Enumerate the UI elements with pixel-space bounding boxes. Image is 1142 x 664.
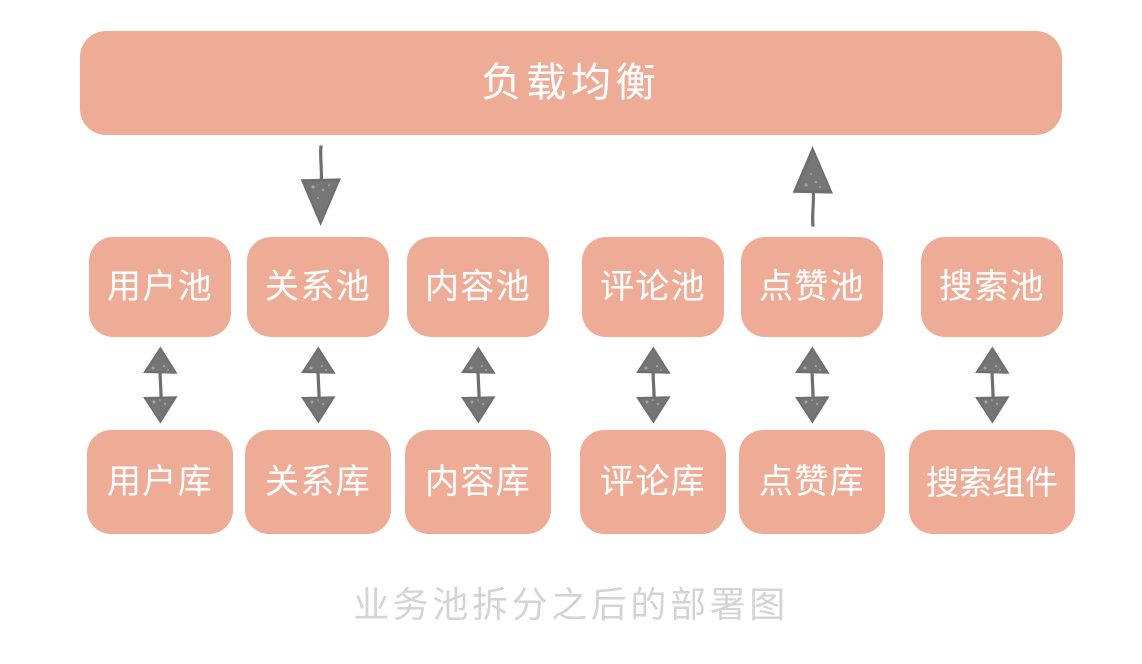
arrow-updown-pool-store-3	[454, 345, 502, 425]
store-box-4[interactable]: 评论库	[580, 430, 726, 534]
pool-label: 内容池	[424, 267, 532, 307]
diagram-caption: 业务池拆分之后的部署图	[353, 585, 789, 626]
pool-box-5[interactable]: 点赞池	[741, 237, 883, 337]
store-label: 点赞库	[758, 462, 866, 502]
store-label: 内容库	[424, 462, 532, 502]
store-label: 搜索组件	[926, 462, 1058, 502]
store-box-5[interactable]: 点赞库	[739, 430, 885, 534]
pool-label: 用户池	[106, 267, 214, 307]
pool-box-4[interactable]: 评论池	[582, 237, 724, 337]
arrow-updown-pool-store-4	[629, 345, 677, 425]
pool-label: 关系池	[264, 267, 372, 307]
load-balancer-box[interactable]: 负载均衡	[80, 31, 1062, 135]
pool-label: 搜索池	[938, 267, 1046, 307]
load-balancer-label: 负载均衡	[481, 60, 661, 106]
pool-box-2[interactable]: 关系池	[247, 237, 389, 337]
store-box-2[interactable]: 关系库	[245, 430, 391, 534]
arrow-up-pool-to-lb	[788, 143, 836, 229]
arrow-down-lb-to-pool	[296, 143, 344, 229]
store-box-6[interactable]: 搜索组件	[909, 430, 1075, 534]
arrow-updown-pool-store-5	[788, 345, 836, 425]
store-box-1[interactable]: 用户库	[87, 430, 233, 534]
store-label: 用户库	[106, 462, 214, 502]
pool-box-6[interactable]: 搜索池	[921, 237, 1063, 337]
arrow-updown-pool-store-2	[294, 345, 342, 425]
store-label: 关系库	[264, 462, 372, 502]
arrow-updown-pool-store-6	[968, 345, 1016, 425]
pool-box-1[interactable]: 用户池	[89, 237, 231, 337]
store-label: 评论库	[599, 462, 707, 502]
store-box-3[interactable]: 内容库	[405, 430, 551, 534]
pool-box-3[interactable]: 内容池	[407, 237, 549, 337]
arrow-updown-pool-store-1	[136, 345, 184, 425]
pool-label: 点赞池	[758, 267, 866, 307]
pool-label: 评论池	[599, 267, 707, 307]
